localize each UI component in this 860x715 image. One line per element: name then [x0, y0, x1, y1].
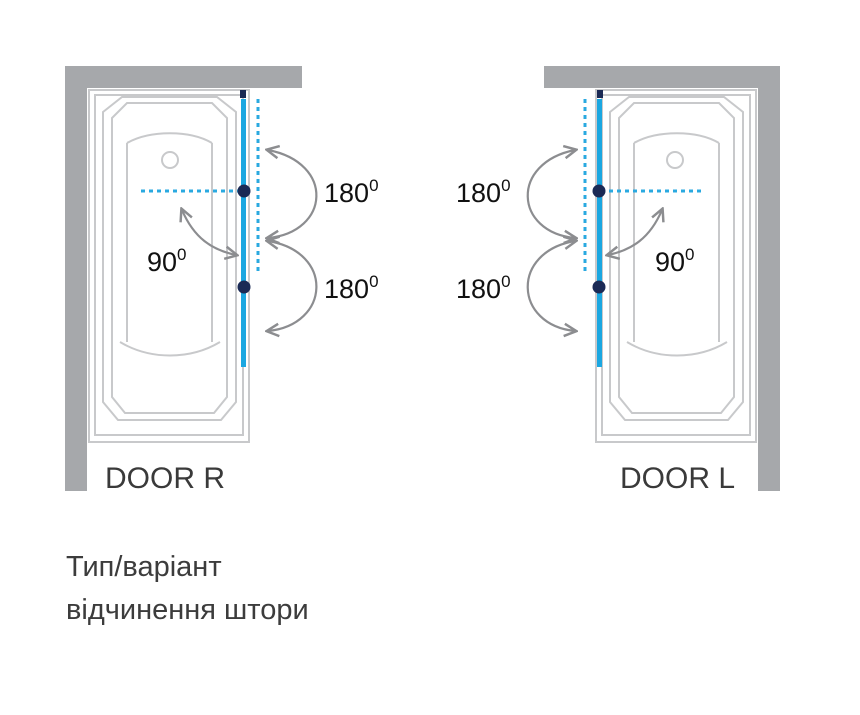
open-position-dotted — [583, 99, 704, 272]
door-label: DOOR R — [105, 462, 225, 495]
rotation-arrows — [182, 150, 318, 331]
caption-line-1: Тип/варіант — [66, 551, 222, 583]
degree-mark: 0 — [177, 245, 186, 264]
wall — [544, 66, 780, 491]
pivot-dot-icon — [592, 184, 606, 198]
curved-arrow-icon — [182, 210, 236, 255]
curved-arrow-icon — [608, 210, 662, 255]
pivot-dot-icon — [592, 280, 606, 294]
door-label: DOOR L — [620, 462, 735, 495]
caption: Тип/варіант відчинення штори — [66, 546, 486, 632]
degree-mark: 0 — [685, 245, 694, 264]
angle-label-side: 900 — [147, 245, 187, 277]
pivot-dot-icon — [237, 184, 251, 198]
rotation-arrows — [526, 150, 662, 331]
degree-mark: 0 — [369, 272, 378, 291]
curved-arrow-icon — [268, 150, 318, 238]
panel-door-l: 1800 1800 900 DOOR L — [456, 66, 780, 495]
panel-door-r: 1800 1800 900 DOOR R — [65, 66, 379, 495]
degree-mark: 0 — [501, 272, 510, 291]
angle-label-upper: 1800 — [456, 176, 511, 208]
curved-arrow-icon — [526, 241, 575, 331]
angle-label-lower: 1800 — [456, 272, 511, 304]
degree-mark: 0 — [369, 176, 378, 195]
angle-label-side: 900 — [655, 245, 695, 277]
degree-mark: 0 — [501, 176, 510, 195]
wall-mount — [240, 90, 246, 98]
curved-arrow-icon — [268, 241, 318, 331]
angle-label-upper: 1800 — [324, 176, 379, 208]
pivot-dot-icon — [237, 280, 251, 294]
caption-line-2: відчинення штори — [66, 594, 309, 626]
glass-panel — [597, 99, 602, 367]
angle-label-lower: 1800 — [324, 272, 379, 304]
wall-mount — [597, 90, 603, 98]
open-position-dotted — [141, 99, 260, 272]
wall — [65, 66, 302, 491]
glass-panel — [241, 99, 246, 367]
curved-arrow-icon — [526, 150, 575, 238]
bathtub — [88, 89, 250, 443]
